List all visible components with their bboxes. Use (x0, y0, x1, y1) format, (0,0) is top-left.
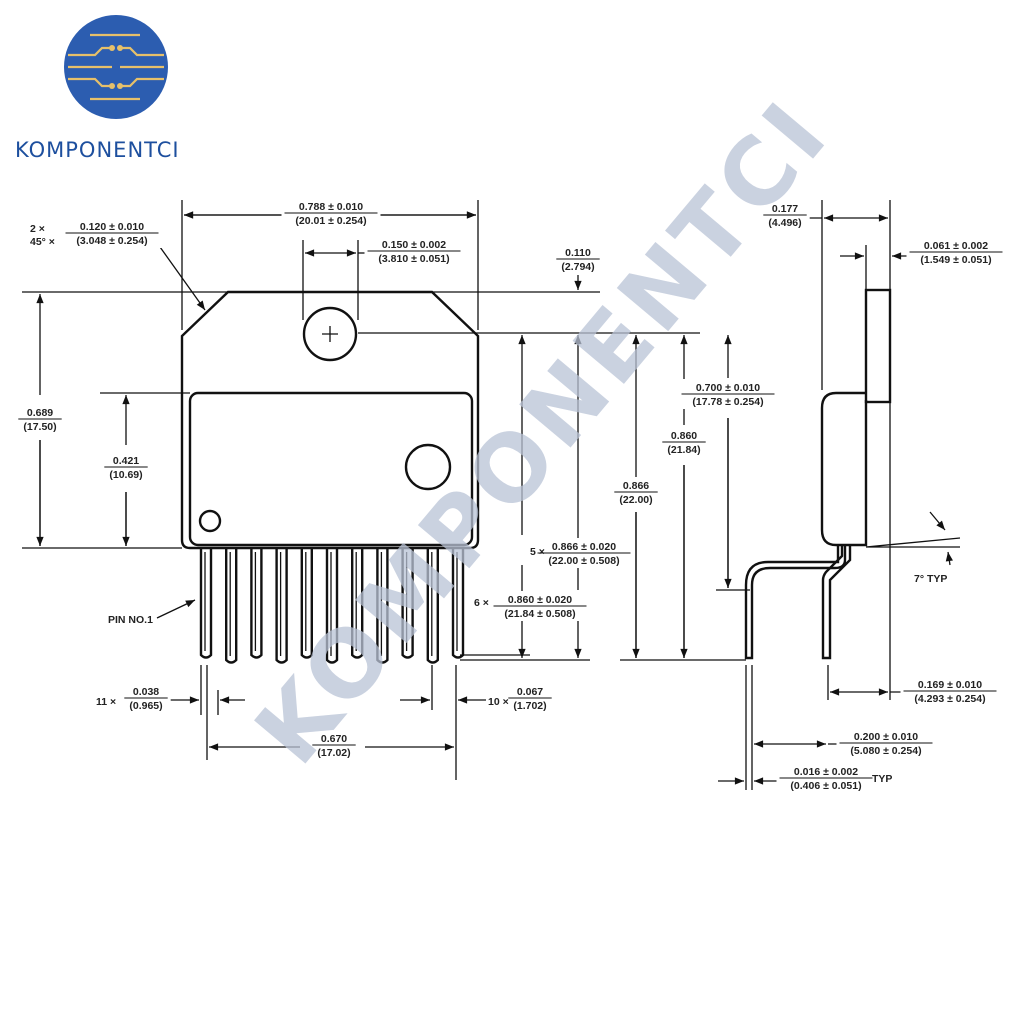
lead-pin (401, 548, 414, 659)
dimension-value-inch: 0.016 ± 0.002 (794, 766, 858, 778)
leads (199, 548, 465, 664)
dimension-value-mm: (21.84 ± 0.508) (504, 608, 575, 620)
dimension-lead_len_6: 0.860 ± 0.020 (21.84 ± 0.508) (490, 591, 590, 621)
dimension-value-mm: (22.00 ± 0.508) (548, 555, 619, 567)
dimension-value-mm: (0.406 ± 0.051) (790, 780, 861, 792)
dimension-value-mm: (4.496) (768, 217, 801, 229)
dimension-value-mm: (3.810 ± 0.051) (378, 253, 449, 265)
dimension-value-mm: (1.549 ± 0.051) (920, 254, 991, 266)
side-view (620, 200, 961, 790)
lead-pin (199, 548, 213, 659)
lead-pin (225, 548, 238, 664)
dimension-value-mm: (17.50) (23, 421, 56, 433)
mounting-hole (302, 306, 358, 362)
dimension-value-inch: 0.866 (623, 480, 649, 492)
lead-pin (351, 548, 364, 659)
dimension-d169: 0.169 ± 0.010 (4.293 ± 0.254) (900, 676, 1000, 706)
dimension-value-inch: 0.860 (671, 430, 697, 442)
dimension-value-inch: 0.061 ± 0.002 (924, 240, 988, 252)
dimension-slug_height: 0.421 (10.69) (101, 452, 151, 482)
dimension-value-mm: (4.293 ± 0.254) (914, 693, 985, 705)
dimension-value-inch: 0.689 (27, 407, 53, 419)
dimension-tab_height: 0.110 (2.794) (553, 244, 603, 274)
lead-pin (376, 548, 389, 664)
pin1-mark (198, 509, 222, 533)
frac: 0.120 ± 0.010 (3.048 ± 0.254) 0.788 ± 0.01… (15, 198, 1006, 793)
dimension-d200: 0.200 ± 0.010 (5.080 ± 0.254) (836, 728, 936, 758)
lead-pin (325, 548, 339, 664)
dimension-value-inch: 0.670 (321, 733, 347, 745)
chamfer-qty: 2 × (30, 223, 45, 235)
dimension-value-mm: (21.84) (667, 444, 700, 456)
dimension-value-inch: 0.038 (133, 686, 159, 698)
dimension-body_height: 0.689 (17.50) (15, 404, 65, 434)
dimension-value-mm: (2.794) (561, 261, 594, 273)
dimension-value-inch: 0.788 ± 0.010 (299, 201, 363, 213)
dimension-value-inch: 0.150 ± 0.002 (382, 239, 446, 251)
dimension-depth: 0.177 (4.496) (760, 200, 810, 230)
dimension-lead_width: 0.038 (0.965) (121, 683, 171, 713)
dimension-value-mm: (3.048 ± 0.254) (76, 235, 147, 247)
dimension-h866: 0.866 (22.00) (611, 477, 661, 507)
package-body (180, 290, 480, 550)
dimension-lead_len_5: 0.866 ± 0.020 (22.00 ± 0.508) (534, 538, 634, 568)
dimension-h860: 0.860 (21.84) (659, 427, 709, 457)
dimension-value-mm: (0.965) (129, 700, 162, 712)
front-view (22, 200, 700, 780)
dimension-value-inch: 0.120 ± 0.010 (80, 221, 144, 233)
chamfer-angle: 45° × (30, 236, 55, 248)
lead-pin (250, 548, 263, 659)
brand-name: KOMPONENTCI (15, 138, 180, 162)
angle-label: 7° TYP (914, 573, 947, 585)
lead-pin (275, 548, 288, 664)
lead-pitch-qty: 10 × (488, 696, 509, 708)
dimension-labels: 2 × 45° × 0.120 ± 0.010(3.048 ± 0.254)0.… (15, 198, 1006, 793)
plus-icon (322, 326, 338, 342)
dimension-value-inch: 0.067 (517, 686, 543, 698)
circuit-globe-icon (64, 15, 168, 119)
dimension-value-inch: 0.177 (772, 203, 798, 215)
dimension-hole_offset: 0.150 ± 0.002 (3.810 ± 0.051) (364, 236, 464, 266)
dimension-value-inch: 0.860 ± 0.020 (508, 594, 572, 606)
dimension-value-mm: (20.01 ± 0.254) (295, 215, 366, 227)
typ-label: TYP (872, 773, 892, 785)
dimension-value-mm: (22.00) (619, 494, 652, 506)
dimension-value-inch: 0.700 ± 0.010 (696, 382, 760, 394)
dimension-value-mm: (10.69) (109, 469, 142, 481)
dimension-value-inch: 0.169 ± 0.010 (918, 679, 982, 691)
lead-pin (300, 548, 313, 659)
lead5-qty: 5 × (530, 546, 545, 558)
lead-pin (426, 548, 439, 664)
lead6-qty: 6 × (474, 597, 489, 609)
dimension-width: 0.788 ± 0.010 (20.01 ± 0.254) (281, 198, 381, 228)
dimension-d016: 0.016 ± 0.002 (0.406 ± 0.051) (776, 763, 876, 793)
dimension-lead_pitch: 0.067 (1.702) (505, 683, 555, 713)
dimension-tab_thk: 0.061 ± 0.002 (1.549 ± 0.051) (906, 237, 1006, 267)
dimension-value-inch: 0.200 ± 0.010 (854, 731, 918, 743)
dimension-value-mm: (17.78 ± 0.254) (692, 396, 763, 408)
watermark: KOMPONENTCI (235, 80, 850, 785)
brand-logo: KOMPONENTCI (15, 15, 180, 162)
dimension-h700: 0.700 ± 0.010 (17.78 ± 0.254) (678, 379, 778, 409)
dimension-value-inch: 0.421 (113, 455, 139, 467)
dimension-chamfer: 0.120 ± 0.010 (3.048 ± 0.254) (62, 218, 162, 248)
dimension-value-mm: (1.702) (513, 700, 546, 712)
dimension-value-mm: (5.080 ± 0.254) (850, 745, 921, 757)
pin1-label: PIN NO.1 (108, 614, 153, 626)
lead-width-qty: 11 × (96, 696, 116, 708)
dimension-lead_span: 0.670 (17.02) (309, 730, 359, 760)
dimension-value-inch: 0.110 (565, 247, 591, 259)
ejector-mark (404, 443, 452, 491)
dimension-value-mm: (17.02) (317, 747, 350, 759)
dimension-value-inch: 0.866 ± 0.020 (552, 541, 616, 553)
molded-body (188, 391, 474, 547)
